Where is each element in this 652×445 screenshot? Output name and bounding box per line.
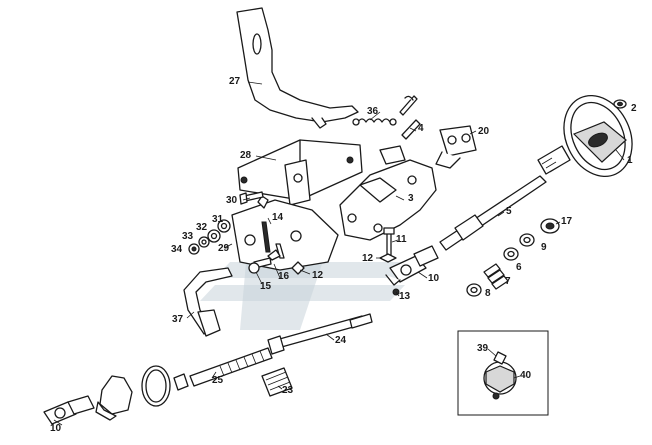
callout-29: 29 (218, 243, 230, 254)
callout-36: 36 (367, 106, 379, 117)
callout-5: 5 (506, 206, 512, 217)
flange-bracket (435, 125, 477, 169)
callout-33: 33 (182, 231, 194, 242)
callout-7: 7 (505, 276, 511, 287)
callout-23: 23 (282, 385, 294, 396)
callout-8: 8 (485, 288, 491, 299)
callout-24: 24 (335, 335, 347, 346)
callout-27: 27 (229, 76, 241, 87)
callout-2: 2 (631, 103, 637, 114)
retaining-ring (466, 283, 482, 297)
splined-shaft (189, 347, 273, 387)
callout-13: 13 (399, 291, 411, 302)
callout-6: 6 (516, 262, 522, 273)
spline-coupling (261, 367, 293, 397)
callout-32: 32 (196, 222, 208, 233)
callout-34: 34 (171, 244, 183, 255)
universal-joint-upper (385, 245, 439, 286)
rubber-boot (95, 375, 133, 421)
callout-12-plate: 12 (312, 270, 324, 281)
shaft-washer-large (519, 233, 535, 247)
callout-25: 25 (212, 375, 224, 386)
detail-inset (457, 330, 549, 416)
wing-nut (267, 249, 305, 275)
callout-31: 31 (212, 214, 224, 225)
callout-20: 20 (478, 126, 490, 137)
steering-shaft (439, 145, 571, 251)
washer-stack (188, 219, 231, 255)
shaft-washer-small (503, 247, 519, 261)
callout-3: 3 (408, 193, 414, 204)
callout-12-column: 12 (362, 253, 374, 264)
steering-wheel-nut (613, 99, 627, 109)
column-bolt (379, 227, 400, 296)
intermediate-shaft (267, 313, 373, 355)
universal-joint-lower (43, 395, 95, 425)
pivot-plate (231, 195, 339, 271)
callout-30: 30 (226, 195, 238, 206)
clevis-pin (399, 95, 421, 140)
callout-28: 28 (240, 150, 252, 161)
seal-ring (141, 365, 171, 407)
callout-10-upper: 10 (428, 273, 440, 284)
pedal-lever (183, 267, 233, 337)
lock-nut (173, 373, 189, 391)
callout-37: 37 (172, 314, 184, 325)
callout-17: 17 (561, 216, 573, 227)
callout-11: 11 (396, 234, 407, 245)
callout-4: 4 (418, 123, 424, 134)
callout-10-lower: 10 (50, 423, 62, 434)
steering-wheel (563, 94, 633, 178)
column-housing (339, 145, 437, 241)
shaft-bearing (540, 218, 560, 234)
compression-spring (483, 263, 509, 290)
callout-1: 1 (627, 155, 633, 166)
pedal-bracket-arm (236, 7, 359, 129)
callout-39: 39 (477, 343, 489, 354)
return-spring (352, 118, 397, 126)
support-plate (237, 139, 363, 206)
callout-16: 16 (278, 271, 290, 282)
callout-14: 14 (272, 212, 284, 223)
callout-15: 15 (260, 281, 272, 292)
leader-lines (53, 81, 625, 426)
callout-9: 9 (541, 242, 547, 253)
callout-40: 40 (520, 370, 532, 381)
